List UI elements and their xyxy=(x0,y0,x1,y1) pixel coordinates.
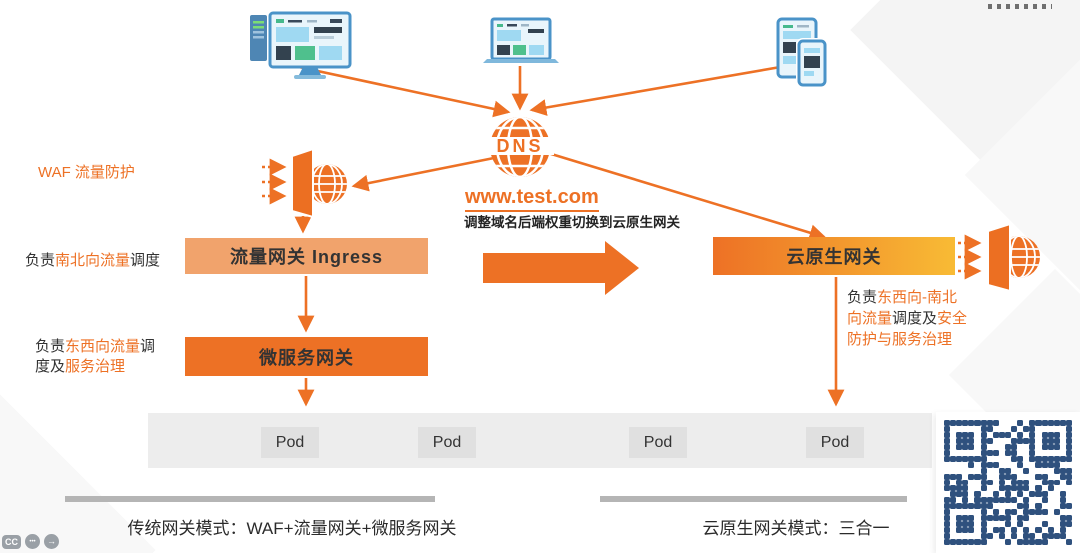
label-line: 向流量调度及安全 xyxy=(847,308,967,329)
waf-door-icon-right xyxy=(958,222,1040,293)
label-text-orange: 东西向流量 xyxy=(65,338,141,355)
label-line: 度及服务治理 xyxy=(35,357,155,377)
laptop-icon xyxy=(483,17,559,63)
east-west-duty-label: 负责东西向流量调 度及服务治理 xyxy=(35,337,155,377)
label-line: 防护与服务治理 xyxy=(847,329,967,350)
label-text-orange: 向流量 xyxy=(847,310,893,327)
north-south-duty-label: 负责南北向流量调度 xyxy=(25,249,160,270)
tablet-phone-icon xyxy=(776,17,828,88)
license-icon-bar: CC ••• → xyxy=(2,534,59,549)
label-text: 调 xyxy=(140,338,156,355)
transition-arrow xyxy=(483,241,639,295)
connector-arrows xyxy=(284,62,845,407)
dns-weight-note: 调整域名后端权重切换到云原生网关 xyxy=(464,215,680,230)
label-text-orange: 服务治理 xyxy=(65,358,126,375)
pod-box-2: Pod xyxy=(418,427,476,458)
label-text: 负责 xyxy=(25,252,56,269)
label-text-orange: 防护与服务治理 xyxy=(847,331,953,348)
desktop-computer-icon xyxy=(250,11,352,79)
arrow-desktop-to-dns xyxy=(284,62,511,118)
waf-door-icon-left xyxy=(262,147,347,219)
cloud-gateway-duty-label: 负责东西向-南北 向流量调度及安全 防护与服务治理 xyxy=(847,287,967,350)
traditional-mode-label: 传统网关模式：WAF+流量网关+微服务网关 xyxy=(127,519,457,538)
arrow-dns-to-waf xyxy=(351,156,495,192)
cc-license-icon[interactable]: CC xyxy=(2,534,21,549)
dns-url-link[interactable]: www.test.com xyxy=(465,186,599,212)
label-text-orange: 安全 xyxy=(937,310,968,327)
dashed-strip-decoration xyxy=(988,4,1052,9)
cloud-native-gateway-bar: 云原生网关 xyxy=(713,237,955,275)
label-text: 负责 xyxy=(35,338,66,355)
label-text-orange: 南北向流量 xyxy=(55,252,131,269)
qr-code xyxy=(936,412,1080,553)
pod-box-1: Pod xyxy=(261,427,319,458)
label-text: 调度 xyxy=(130,252,161,269)
more-dots-icon[interactable]: ••• xyxy=(25,534,40,549)
label-line: 负责东西向流量调 xyxy=(35,337,155,357)
pod-box-4: Pod xyxy=(806,427,864,458)
ingress-gateway-bar: 流量网关 Ingress xyxy=(185,238,428,274)
forward-arrow-icon[interactable]: → xyxy=(44,534,59,549)
left-divider xyxy=(65,496,435,502)
waf-protection-label: WAF 流量防护 xyxy=(38,164,135,181)
waf-inbound-arrows-right xyxy=(958,234,982,280)
right-divider xyxy=(600,496,907,502)
arrow-dns-to-cloud-gateway xyxy=(547,151,827,241)
dns-label: DNS xyxy=(496,136,543,156)
label-text-orange: 东西向-南北 xyxy=(877,289,958,306)
label-text: 度及 xyxy=(35,358,66,375)
arrow-mobile-to-dns xyxy=(529,62,799,116)
label-text: 负责 xyxy=(847,289,878,306)
label-line: 负责东西向-南北 xyxy=(847,287,967,308)
qr-code-pattern xyxy=(944,420,1072,545)
microservice-gateway-bar: 微服务网关 xyxy=(185,337,428,376)
label-text: 调度及 xyxy=(892,310,938,327)
dns-globe-icon: DNS xyxy=(486,117,554,177)
cloud-native-mode-label: 云原生网关模式：三合一 xyxy=(702,519,890,538)
pod-box-3: Pod xyxy=(629,427,687,458)
waf-inbound-arrows-left xyxy=(262,158,287,205)
